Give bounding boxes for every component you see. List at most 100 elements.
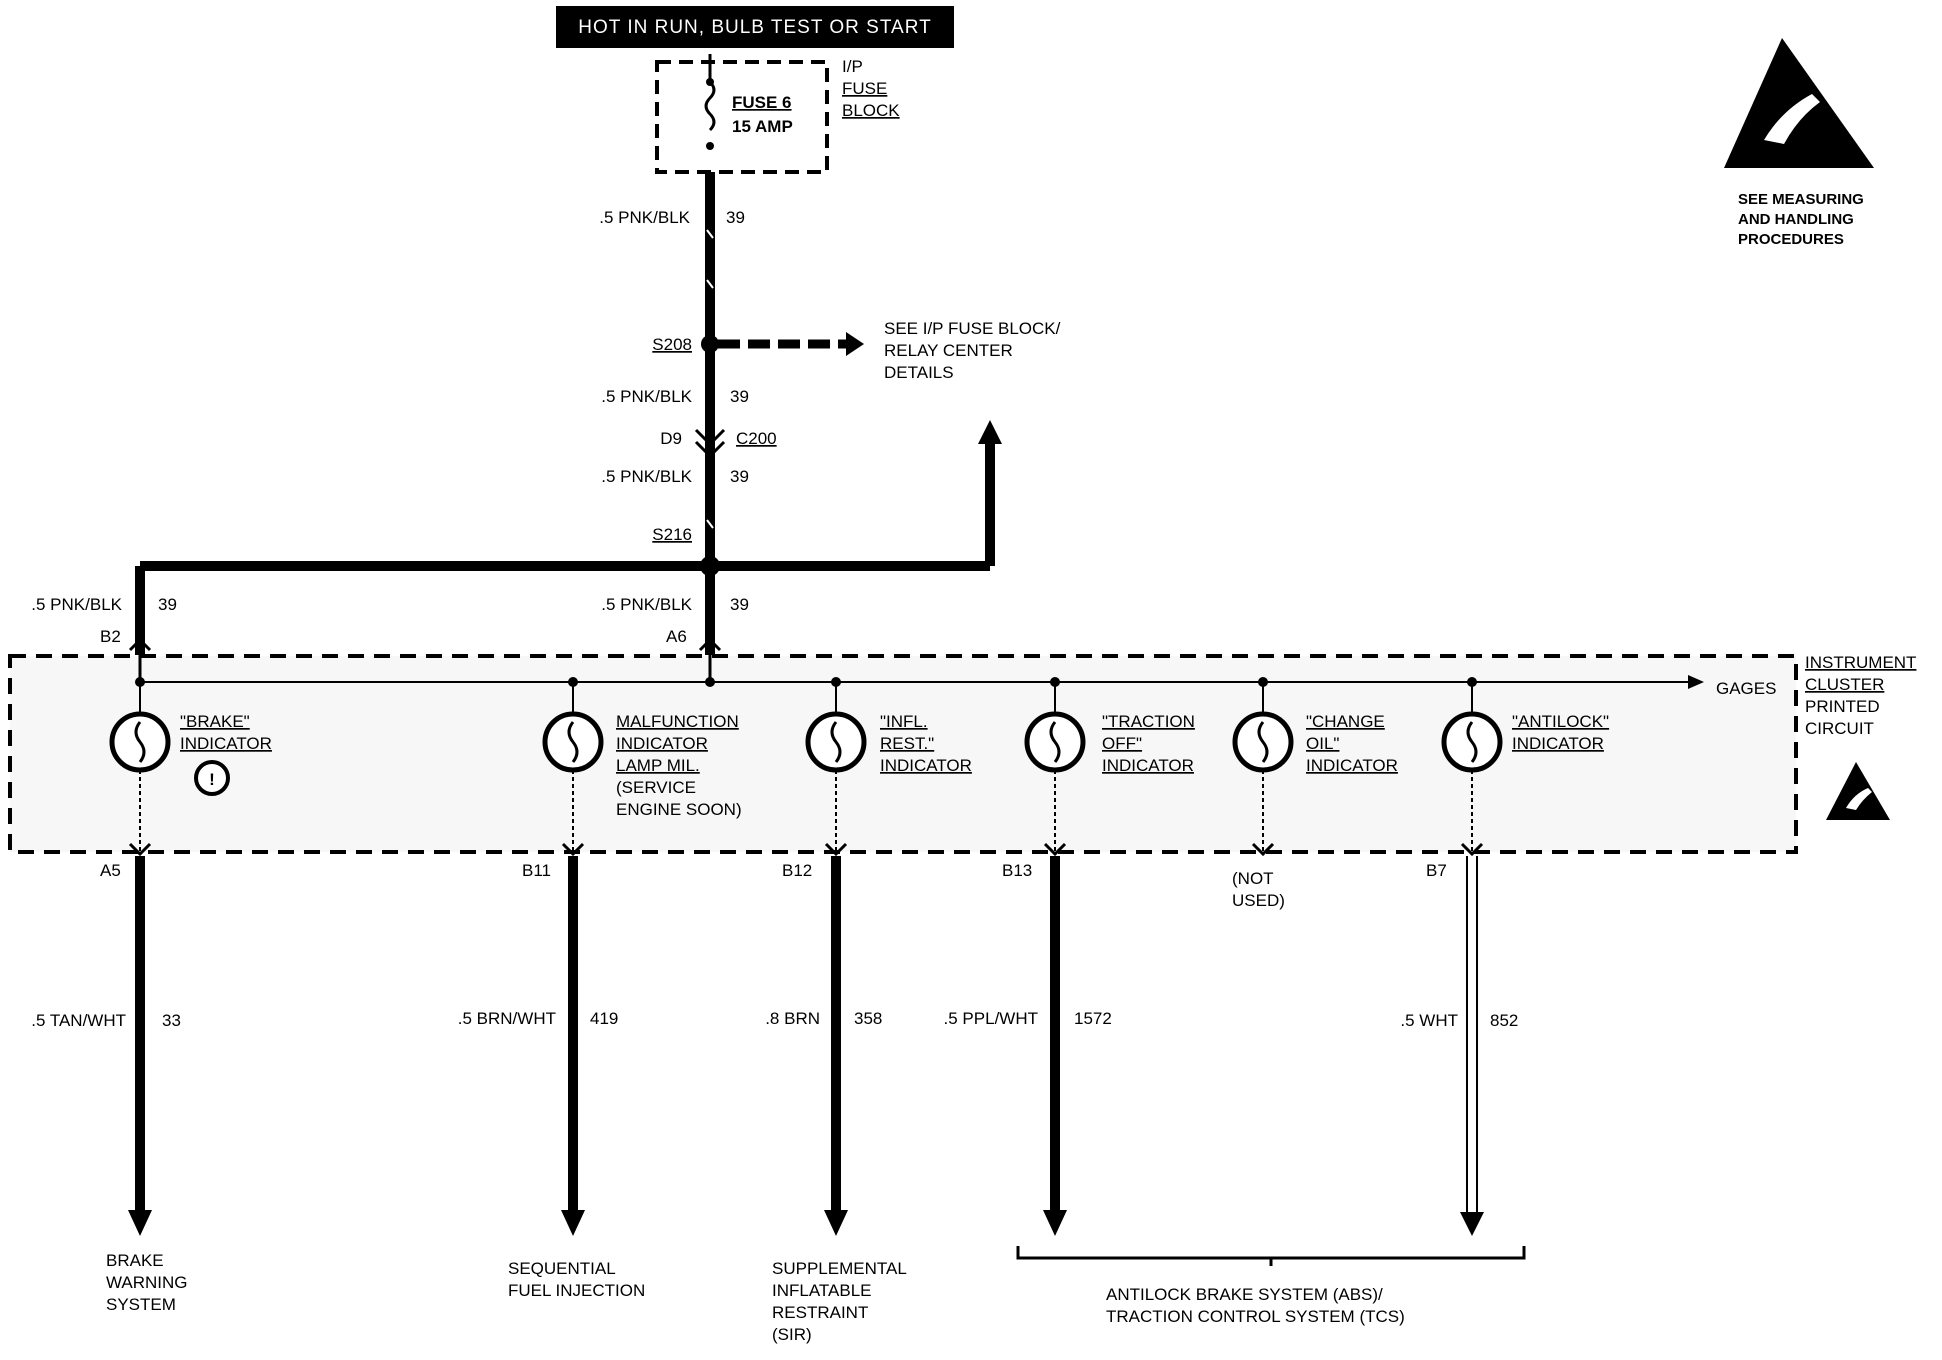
- feed-wire-4-circuit: 39: [158, 595, 177, 614]
- dest-sir-line-3: RESTRAINT: [772, 1303, 868, 1322]
- splice-s208: [701, 335, 719, 353]
- indicator-brake: "BRAKE" INDICATOR !: [109, 682, 272, 852]
- fuse-icon: [704, 80, 716, 132]
- dest-brake-line-2: WARNING: [106, 1273, 188, 1292]
- wire-wht-circuit: 852: [1490, 1011, 1518, 1030]
- main-feed-wire: [705, 172, 715, 655]
- dest-sfi-line-2: FUEL INJECTION: [508, 1281, 645, 1300]
- fuse-block-label-2: FUSE: [842, 79, 887, 98]
- cluster-label-4: CIRCUIT: [1805, 719, 1874, 738]
- indicator-antilock-line-1: "ANTILOCK": [1512, 712, 1609, 731]
- instrument-cluster: GAGES INSTRUMENT CLUSTER PRINTED CIRCUIT: [8, 653, 1916, 854]
- indicator-infl-line-1: "INFL.: [880, 712, 928, 731]
- pin-not-used-line-2: USED): [1232, 891, 1285, 910]
- indicator-infl-rest: "INFL. REST." INDICATOR: [805, 677, 972, 852]
- esd-notice-line-1: SEE MEASURING: [1738, 191, 1864, 208]
- indicator-oil-line-2: OIL": [1306, 734, 1339, 753]
- wire-wht-gauge: .5 WHT: [1400, 1011, 1458, 1030]
- s208-reference-arrow: [718, 332, 864, 356]
- wire-brn-wht-gauge: .5 BRN/WHT: [458, 1009, 556, 1028]
- indicator-traction-line-3: INDICATOR: [1102, 756, 1194, 775]
- pin-a5: A5: [100, 861, 121, 880]
- power-source-header: HOT IN RUN, BULB TEST OR START: [556, 6, 954, 48]
- esd-small-icon: [1826, 762, 1890, 820]
- connector-c200-icon: [694, 428, 726, 447]
- indicator-mil-line-5: ENGINE SOON): [616, 800, 742, 819]
- cluster-pin-center: A6: [666, 627, 687, 646]
- pin-b7: B7: [1426, 861, 1447, 880]
- branch-arrow-up-icon: [978, 420, 1002, 444]
- abs-tcs-bracket: [1016, 1246, 1526, 1266]
- cluster-label-1: INSTRUMENT: [1805, 653, 1916, 672]
- indicator-antilock: "ANTILOCK" INDICATOR: [1441, 677, 1609, 852]
- bottom-connectors: [128, 842, 1484, 857]
- s216-branch-wire: [135, 420, 1002, 655]
- indicator-mil-line-1: MALFUNCTION: [616, 712, 739, 731]
- indicator-oil-line-1: "CHANGE: [1306, 712, 1385, 731]
- wire-brn-wht-circuit: 419: [590, 1009, 618, 1028]
- dest-sfi-line-1: SEQUENTIAL: [508, 1259, 616, 1278]
- fuse-block: FUSE 6 15 AMP I/P FUSE BLOCK: [655, 54, 900, 174]
- fuse-rating: 15 AMP: [732, 117, 793, 136]
- wire-ppl-wht-circuit: 1572: [1074, 1009, 1112, 1028]
- feed-wire-3-gauge: .5 PNK/BLK: [601, 467, 692, 486]
- splice-s208-label: S208: [652, 335, 692, 354]
- indicator-mil-line-2: INDICATOR: [616, 734, 708, 753]
- wire-brn-circuit: 358: [854, 1009, 882, 1028]
- feed-wire-5-gauge: .5 PNK/BLK: [601, 595, 692, 614]
- output-wire-mil: [561, 856, 585, 1236]
- fuse-name: FUSE 6: [732, 93, 792, 112]
- feed-wire-2-gauge: .5 PNK/BLK: [601, 387, 692, 406]
- s208-reference-line-2: RELAY CENTER: [884, 341, 1013, 360]
- dest-brake-line-3: SYSTEM: [106, 1295, 176, 1314]
- wire-brn-gauge: .8 BRN: [765, 1009, 820, 1028]
- brake-warning-symbol-icon: [194, 760, 230, 796]
- header-text: HOT IN RUN, BULB TEST OR START: [578, 17, 931, 38]
- indicator-brake-line-1: "BRAKE": [180, 712, 250, 731]
- esd-notice-line-3: PROCEDURES: [1738, 231, 1844, 248]
- cluster-label-3: PRINTED: [1805, 697, 1880, 716]
- indicator-mil: MALFUNCTION INDICATOR LAMP MIL. (SERVICE…: [542, 677, 742, 852]
- indicator-traction-line-2: OFF": [1102, 734, 1142, 753]
- indicator-traction-off: "TRACTION OFF" INDICATOR: [1024, 677, 1195, 852]
- indicator-mil-line-3: LAMP MIL.: [616, 756, 700, 775]
- feed-wire-5-circuit: 39: [730, 595, 749, 614]
- feed-wire-3-circuit: 39: [730, 467, 749, 486]
- output-wire-traction: [1043, 856, 1067, 1236]
- connector-name: C200: [736, 429, 777, 448]
- dest-brake-line-1: BRAKE: [106, 1251, 164, 1270]
- wire-tan-wht-gauge: .5 TAN/WHT: [31, 1011, 126, 1030]
- indicator-infl-line-3: INDICATOR: [880, 756, 972, 775]
- s208-reference-line-1: SEE I/P FUSE BLOCK/: [884, 319, 1061, 338]
- splice-s216: [700, 556, 720, 576]
- fuse-block-label-3: BLOCK: [842, 101, 900, 120]
- indicator-brake-line-2: INDICATOR: [180, 734, 272, 753]
- pin-b13: B13: [1002, 861, 1032, 880]
- indicator-oil-line-3: INDICATOR: [1306, 756, 1398, 775]
- pin-b12: B12: [782, 861, 812, 880]
- output-wire-sir: [824, 856, 848, 1236]
- splice-s216-label: S216: [652, 525, 692, 544]
- abs-tcs-line-2: TRACTION CONTROL SYSTEM (TCS): [1106, 1307, 1405, 1326]
- pin-not-used-line-1: (NOT: [1232, 869, 1274, 888]
- pin-b11: B11: [522, 861, 551, 880]
- cluster-label-2: CLUSTER: [1805, 675, 1884, 694]
- indicator-change-oil: "CHANGE OIL" INDICATOR: [1232, 677, 1398, 852]
- cluster-pin-left: B2: [100, 627, 121, 646]
- s208-reference-line-3: DETAILS: [884, 363, 954, 382]
- indicator-traction-line-1: "TRACTION: [1102, 712, 1195, 731]
- dest-sir-line-1: SUPPLEMENTAL: [772, 1259, 907, 1278]
- dest-sir-line-4: (SIR): [772, 1325, 812, 1344]
- feed-wire-2-circuit: 39: [730, 387, 749, 406]
- abs-tcs-line-1: ANTILOCK BRAKE SYSTEM (ABS)/: [1106, 1285, 1383, 1304]
- connector-pin: D9: [660, 429, 682, 448]
- indicator-infl-line-2: REST.": [880, 734, 934, 753]
- feed-wire-1-gauge: .5 PNK/BLK: [599, 208, 690, 227]
- output-wire-brake: [128, 856, 152, 1236]
- indicator-antilock-line-2: INDICATOR: [1512, 734, 1604, 753]
- gages-label: GAGES: [1716, 679, 1776, 698]
- wire-ppl-wht-gauge: .5 PPL/WHT: [944, 1009, 1038, 1028]
- indicator-mil-line-4: (SERVICE: [616, 778, 696, 797]
- esd-notice-line-2: AND HANDLING: [1738, 211, 1854, 228]
